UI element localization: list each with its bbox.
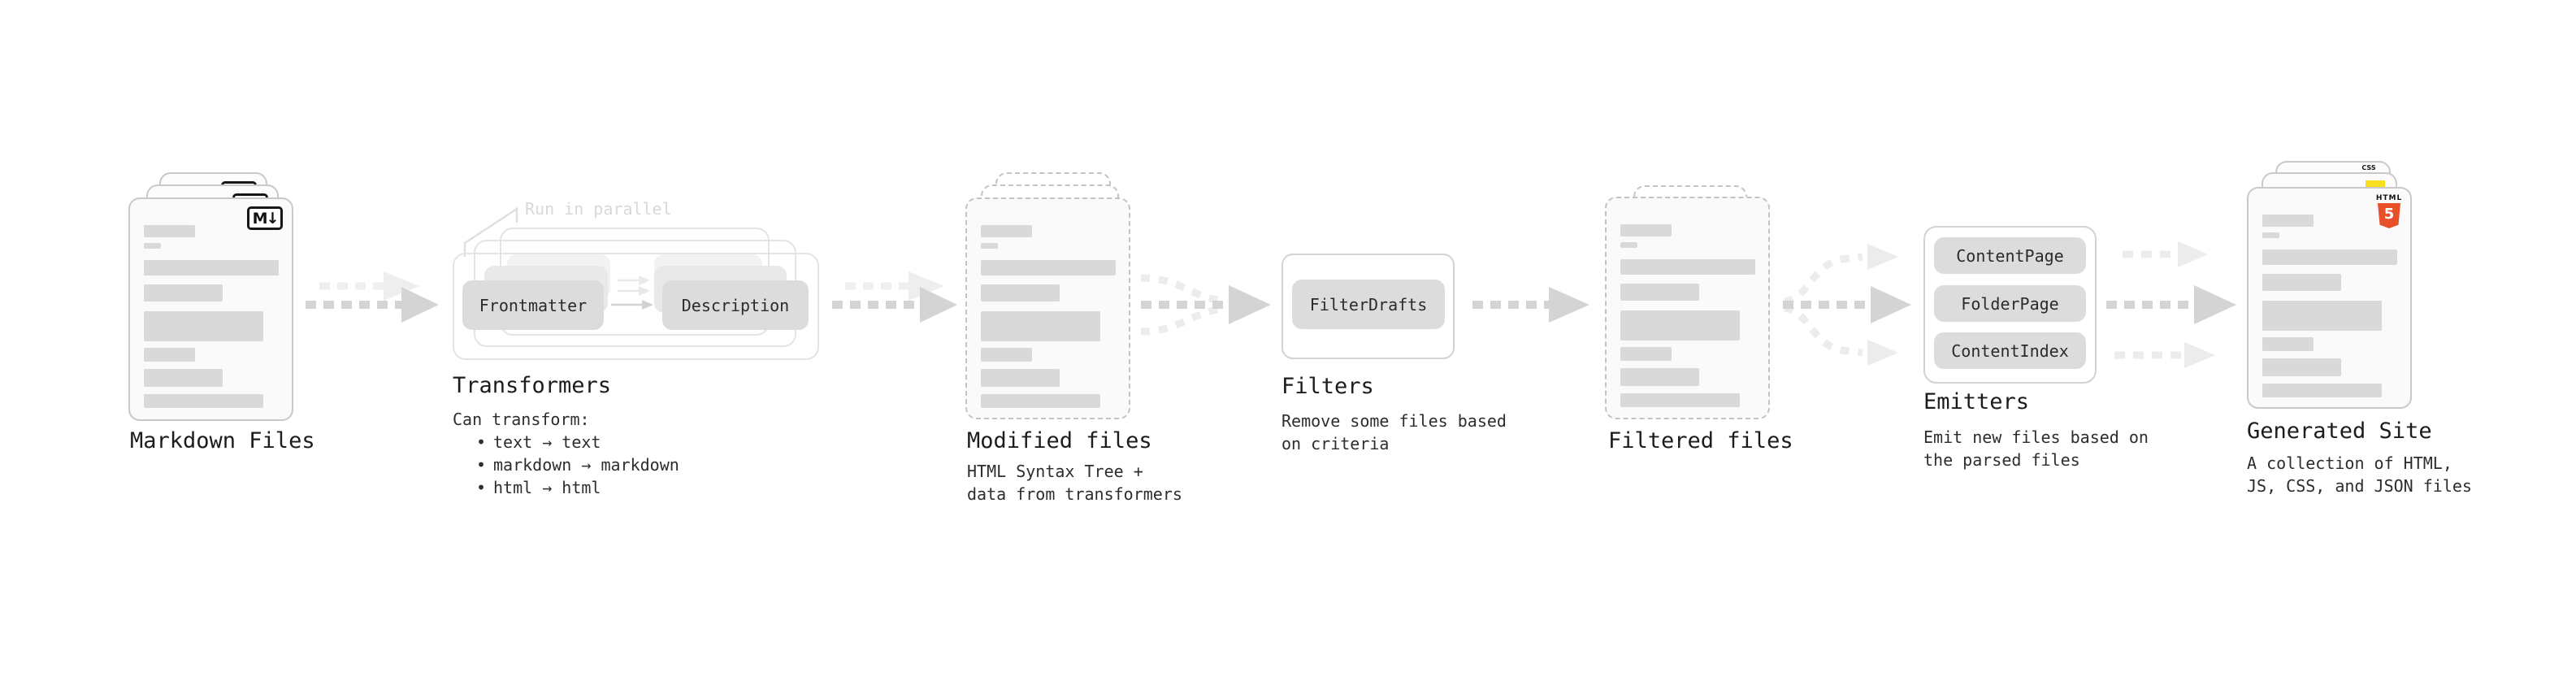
text-line-placeholder: [1620, 393, 1740, 407]
filters-label: Filters: [1281, 374, 1374, 399]
text-line-placeholder: [2262, 249, 2397, 265]
arrow-filters-to-filtered: [1472, 287, 1589, 323]
filtered-files-label: Filtered files: [1608, 428, 1793, 453]
html5-icon-word: HTML: [2375, 194, 2403, 202]
arrow-modified-to-filters-merge: [1140, 274, 1271, 336]
text-line-placeholder: [2262, 358, 2341, 376]
text-line-placeholder: [2262, 274, 2341, 291]
html5-icon: HTML 5: [2375, 194, 2403, 228]
text-line-placeholder: [1620, 347, 1672, 361]
contentindex-emitter-box: ContentIndex: [1934, 332, 2086, 369]
transformers-label: Transformers: [453, 373, 612, 398]
capability-item: text → text: [453, 431, 679, 453]
capability-item: markdown → markdown: [453, 453, 679, 476]
site-file-card-html: HTML 5: [2247, 187, 2412, 409]
text-line-placeholder: [981, 243, 998, 249]
generated-site-description: A collection of HTML, JS, CSS, and JSON …: [2247, 453, 2472, 496]
modified-files-description: HTML Syntax Tree + data from transformer…: [967, 462, 1182, 504]
run-in-parallel-annotation: Run in parallel: [525, 199, 672, 219]
arrow-markdown-to-transformers: [306, 271, 439, 323]
frontmatter-transformer-box: Frontmatter: [462, 280, 604, 330]
html5-icon-number: 5: [2383, 206, 2395, 223]
transformers-description-title: Can transform:: [453, 410, 590, 429]
filterdrafts-box: FilterDrafts: [1292, 280, 1445, 329]
text-line-placeholder: [144, 225, 195, 237]
text-line-placeholder: [2262, 215, 2314, 227]
description-transformer-box: Description: [662, 280, 809, 330]
text-line-placeholder: [981, 369, 1060, 387]
generated-site-label: Generated Site: [2247, 419, 2432, 444]
transformer-internal-arrows: [611, 275, 653, 310]
text-line-placeholder: [981, 348, 1032, 362]
text-line-placeholder: [144, 369, 223, 387]
text-line-placeholder: [1620, 284, 1699, 301]
text-line-placeholder: [144, 260, 279, 275]
text-line-placeholder: [1620, 259, 1755, 275]
file-content-placeholder: [2249, 189, 2410, 397]
capability-item: html → html: [453, 476, 679, 499]
text-line-placeholder: [981, 311, 1100, 341]
arrow-transformers-to-modified: [832, 271, 957, 323]
file-content-placeholder: [1607, 198, 1768, 407]
emitters-description: Emit new files based on the parsed files: [1923, 427, 2149, 470]
modified-files-label: Modified files: [967, 428, 1152, 453]
html5-icon-shield: 5: [2378, 203, 2400, 228]
text-line-placeholder: [144, 348, 195, 362]
text-line-placeholder: [981, 260, 1116, 275]
file-content-placeholder: [130, 199, 292, 408]
css-icon-word: CSS: [2361, 164, 2376, 171]
arrow-filtered-to-emitters-fanout: [1783, 244, 1911, 366]
text-line-placeholder: [1620, 224, 1672, 236]
annotation-leader-line: [463, 206, 518, 257]
text-line-placeholder: [2262, 301, 2382, 331]
markdown-files-label: Markdown Files: [130, 428, 315, 453]
text-line-placeholder: [1620, 368, 1699, 386]
text-line-placeholder: [981, 225, 1032, 237]
text-line-placeholder: [2262, 384, 2382, 397]
folderpage-emitter-box: FolderPage: [1934, 285, 2086, 322]
text-line-placeholder: [144, 394, 263, 408]
text-line-placeholder: [144, 243, 161, 249]
text-line-placeholder: [1620, 310, 1740, 340]
text-line-placeholder: [981, 284, 1060, 301]
text-line-placeholder: [1620, 242, 1637, 248]
markdown-file-card: M↓: [128, 197, 293, 421]
transformers-description: Can transform: text → text markdown → ma…: [453, 408, 679, 499]
contentpage-emitter-box: ContentPage: [1934, 237, 2086, 274]
filtered-file-card: [1605, 197, 1770, 419]
emitters-label: Emitters: [1923, 389, 2030, 414]
file-content-placeholder: [967, 199, 1129, 408]
text-line-placeholder: [144, 284, 223, 301]
modified-file-card: [965, 197, 1130, 419]
text-line-placeholder: [981, 394, 1100, 408]
transformer-container-front: [453, 253, 819, 360]
text-line-placeholder: [2262, 232, 2279, 238]
markdown-icon: M↓: [247, 206, 283, 230]
text-line-placeholder: [2262, 337, 2314, 351]
arrow-emitters-to-site: [2106, 241, 2236, 368]
filters-description: Remove some files based on criteria: [1281, 411, 1507, 453]
text-line-placeholder: [144, 311, 263, 341]
